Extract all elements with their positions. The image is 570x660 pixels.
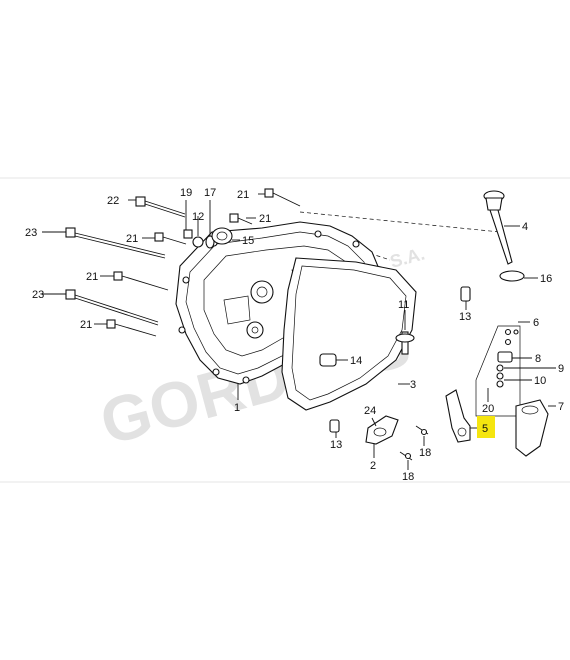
callout-21: 21	[126, 233, 138, 245]
callout-7: 7	[558, 401, 564, 413]
callout-8: 8	[535, 353, 541, 365]
callout-18: 18	[402, 471, 414, 483]
callout-13: 13	[330, 439, 342, 451]
callout-4: 4	[522, 221, 528, 233]
callout-22: 22	[107, 195, 119, 207]
callout-21: 21	[86, 271, 98, 283]
bolt-part-23-upper	[65, 227, 166, 259]
bolt-part-21-b	[113, 271, 169, 291]
bolt-part-23-lower	[65, 289, 159, 326]
callout-12: 12	[192, 211, 204, 223]
dowel-pin-part-13-upper	[460, 286, 471, 302]
callout-5: 5	[482, 423, 488, 435]
callout-19: 19	[180, 187, 192, 199]
shaft-part-11	[395, 331, 415, 355]
o-ring-part-16	[499, 270, 525, 282]
callout-23: 23	[32, 289, 44, 301]
callout-21: 21	[237, 189, 249, 201]
bolt-part-21-d	[264, 188, 301, 207]
callout-13: 13	[459, 311, 471, 323]
gasket-part-3	[281, 257, 417, 411]
highlight-part-5	[477, 416, 495, 438]
bolt-part-21-a	[154, 232, 187, 245]
callout-10: 10	[534, 375, 546, 387]
callout-16: 16	[540, 273, 552, 285]
watermark-suffix: S.A.	[388, 243, 427, 271]
clutch-lifter-group	[475, 325, 521, 417]
oil-filler-plug-part-4	[483, 190, 513, 265]
bracket-part-2	[365, 415, 399, 445]
callout-1: 1	[234, 402, 240, 414]
callout-21: 21	[259, 213, 271, 225]
bolt-part-22	[135, 196, 186, 218]
callout-2: 2	[370, 460, 376, 472]
cam-part-7	[515, 399, 549, 457]
callout-20: 20	[482, 403, 494, 415]
bolt-part-21-e	[229, 213, 253, 225]
callout-6: 6	[533, 317, 539, 329]
screw-part-18-b	[399, 451, 413, 461]
pin-part-14	[319, 353, 337, 367]
callout-18: 18	[419, 447, 431, 459]
leader-lines	[42, 193, 556, 470]
callout-23: 23	[25, 227, 37, 239]
dowel-pin-part-13-lower	[329, 419, 340, 433]
callout-9: 9	[558, 363, 564, 375]
callout-labels: 22 19 17 21 12 21 23 21 15 4 21 16 23 13…	[25, 187, 564, 483]
assembly-line	[299, 211, 501, 233]
callout-3: 3	[410, 379, 416, 391]
oil-seal-part-15	[211, 227, 233, 245]
callout-24: 24	[364, 405, 376, 417]
callout-14: 14	[350, 355, 362, 367]
callout-21: 21	[80, 319, 92, 331]
screw-part-18-a	[415, 425, 429, 436]
washer-part-12	[192, 236, 204, 248]
washer-part-19	[183, 229, 193, 239]
callout-17: 17	[204, 187, 216, 199]
callout-11: 11	[398, 299, 409, 311]
callout-15: 15	[242, 235, 254, 247]
lever-part-5	[445, 389, 471, 443]
